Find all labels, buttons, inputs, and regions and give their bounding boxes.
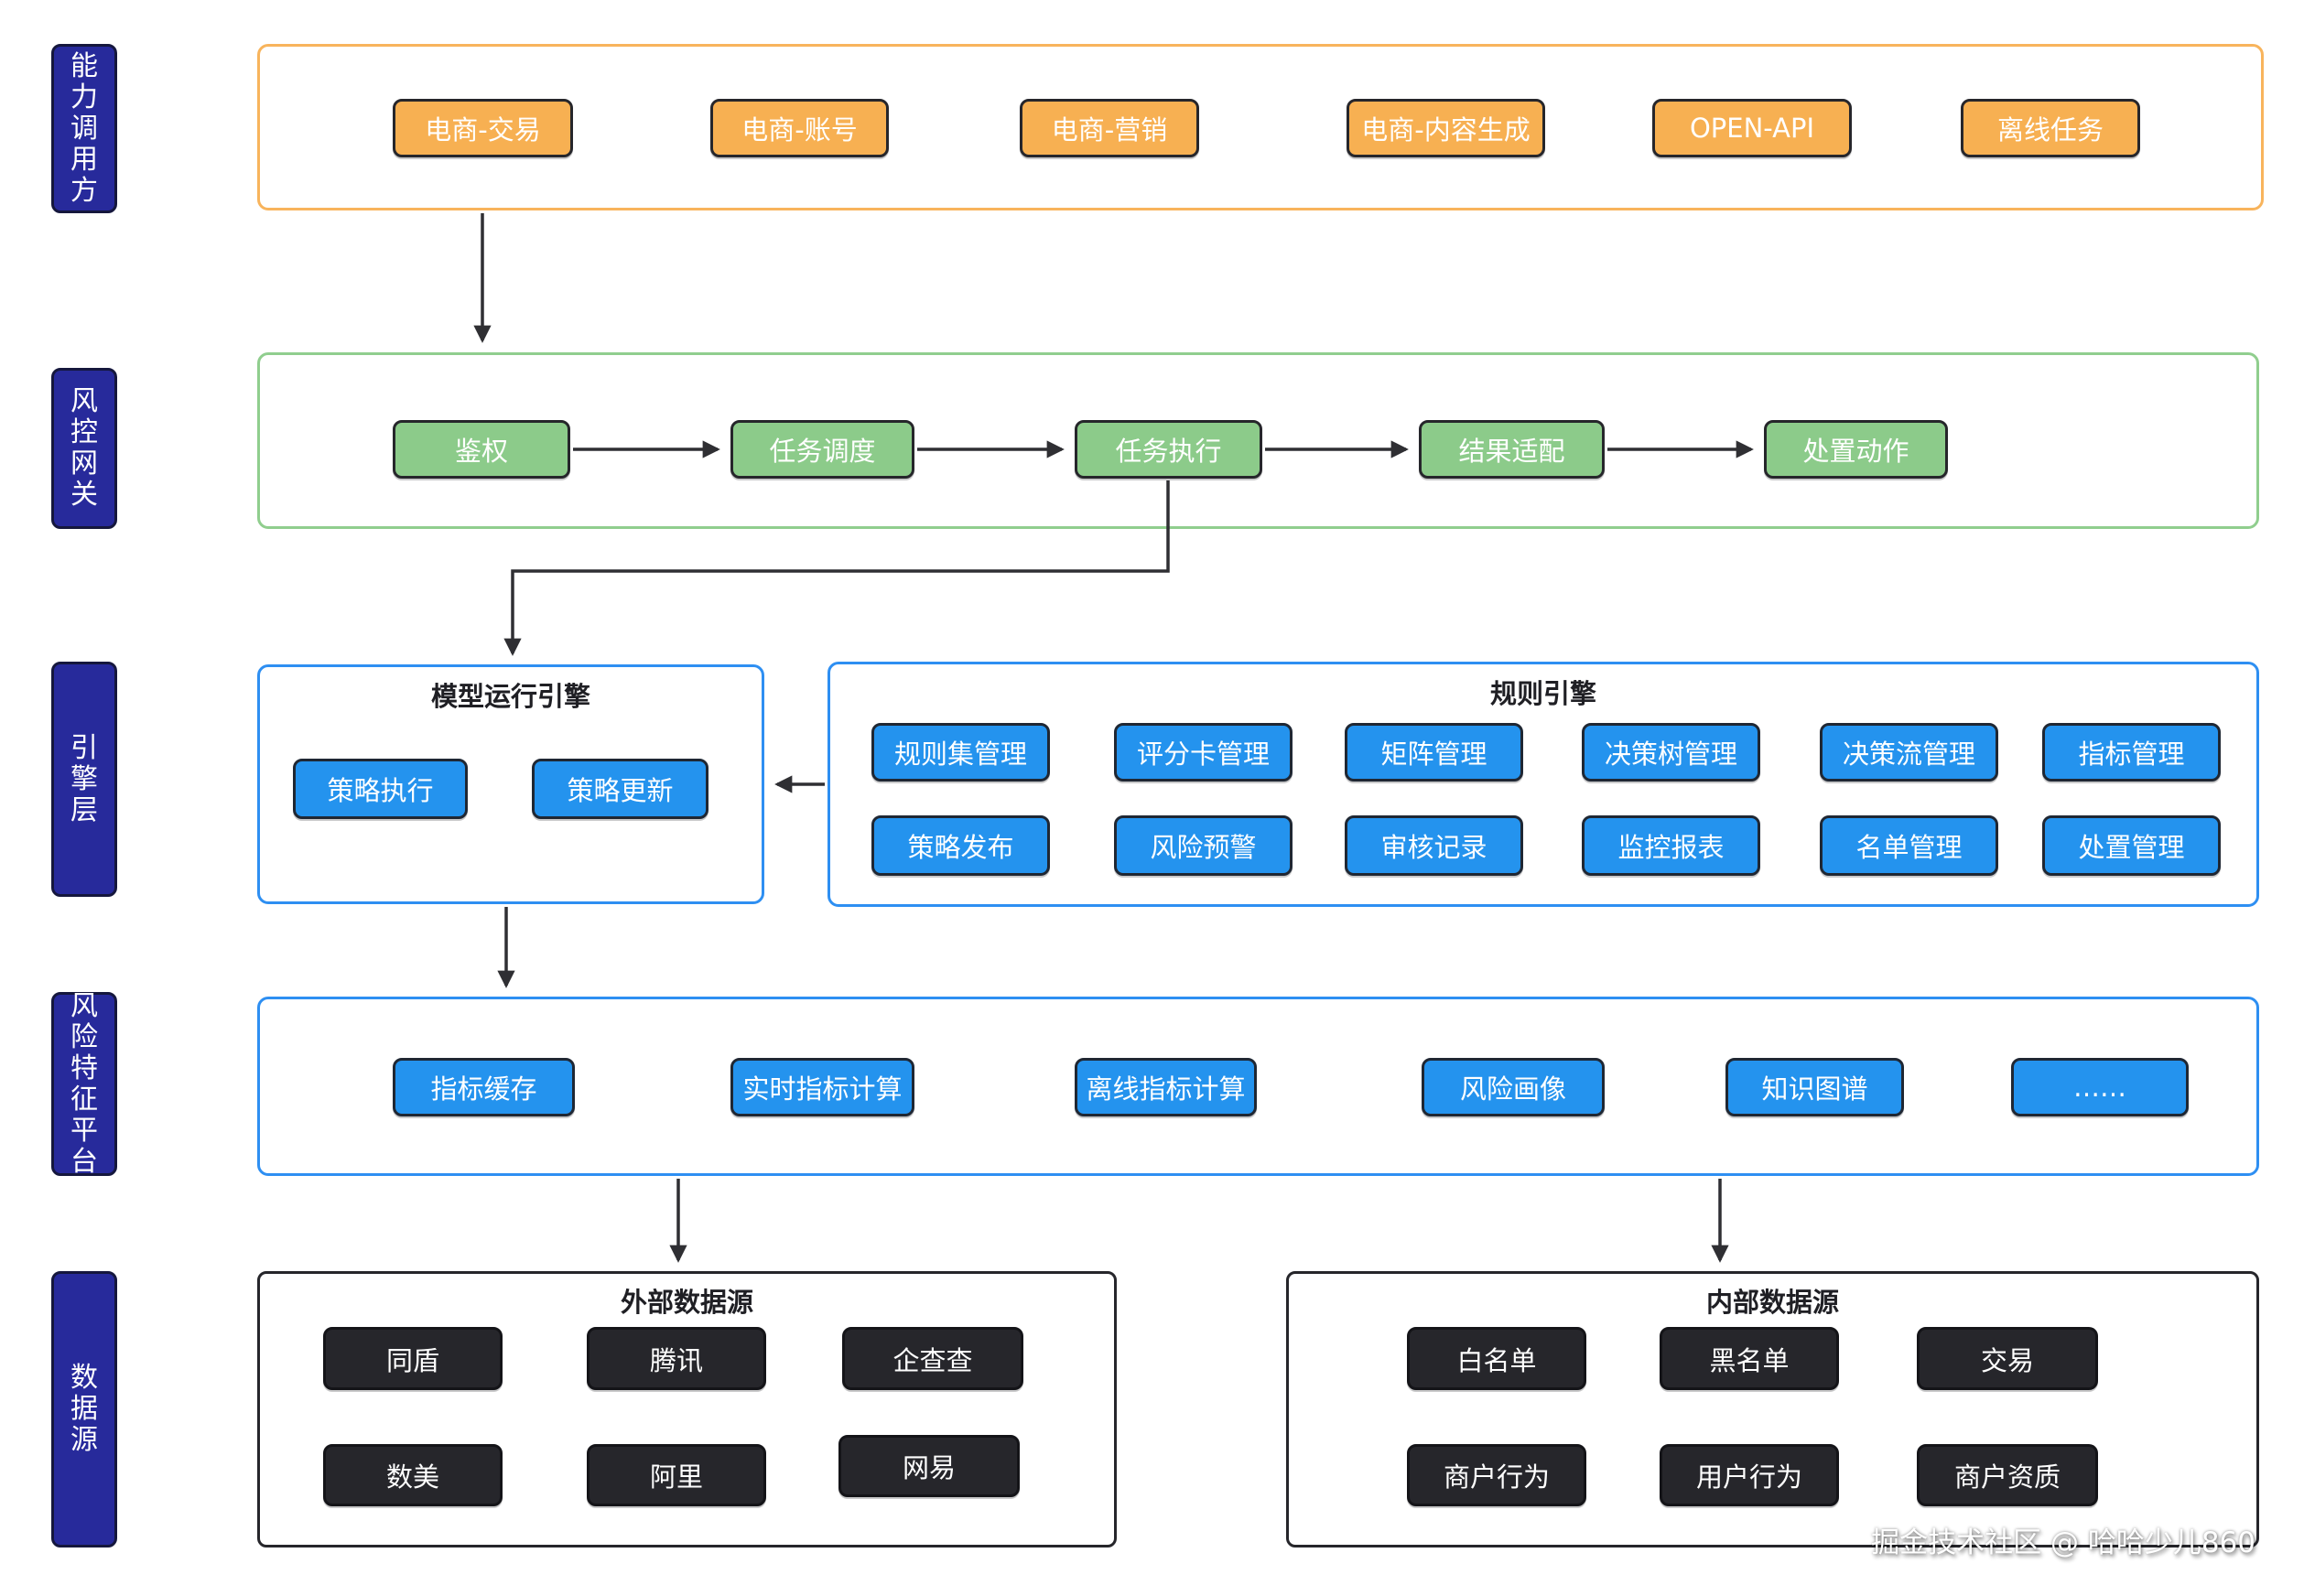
- side-label-gateway: 风控网关: [51, 368, 117, 529]
- node-netease: 网易: [838, 1435, 1020, 1497]
- node-indicator-mgmt: 指标管理: [2042, 723, 2221, 782]
- node-auth: 鉴权: [393, 420, 570, 479]
- node-qichacha: 企查查: [842, 1327, 1023, 1390]
- node-offline-indicator-calc: 离线指标计算: [1075, 1058, 1257, 1116]
- node-ecom-content-gen: 电商-内容生成: [1347, 99, 1545, 157]
- node-audit-record: 审核记录: [1345, 815, 1523, 876]
- node-task-schedule: 任务调度: [730, 420, 914, 479]
- side-label-feature-text: 风险特征平台: [70, 989, 98, 1178]
- node-ali: 阿里: [587, 1444, 766, 1506]
- node-matrix-mgmt: 矩阵管理: [1345, 723, 1523, 782]
- node-open-api: OPEN-API: [1652, 99, 1852, 157]
- node-list-mgmt: 名单管理: [1820, 815, 1998, 876]
- node-strategy-publish: 策略发布: [871, 815, 1050, 876]
- node-ecom-trade: 电商-交易: [393, 99, 573, 157]
- node-risk-profile: 风险画像: [1422, 1058, 1605, 1116]
- side-label-datasource: 数据源: [51, 1271, 117, 1547]
- rule-engine-title: 规则引擎: [1489, 678, 1596, 709]
- node-result-adapt: 结果适配: [1419, 420, 1605, 479]
- node-merchant-qualification: 商户资质: [1917, 1444, 2098, 1506]
- side-label-engine: 引擎层: [51, 662, 117, 897]
- node-ecom-account: 电商-账号: [710, 99, 889, 157]
- node-realtime-indicator-calc: 实时指标计算: [730, 1058, 914, 1116]
- side-label-caller: 能力调用方: [51, 44, 117, 213]
- internal-data-title: 内部数据源: [1705, 1287, 1839, 1318]
- model-engine-title: 模型运行引擎: [430, 681, 590, 712]
- node-whitelist: 白名单: [1407, 1327, 1586, 1390]
- node-scorecard-mgmt: 评分卡管理: [1114, 723, 1293, 782]
- node-strategy-update: 策略更新: [532, 759, 709, 819]
- node-strategy-execute: 策略执行: [293, 759, 468, 819]
- node-tencent: 腾讯: [587, 1327, 766, 1390]
- side-label-engine-text: 引擎层: [70, 731, 98, 826]
- box-rule-engine: [827, 662, 2259, 907]
- node-blacklist: 黑名单: [1660, 1327, 1839, 1390]
- node-monitor-report: 监控报表: [1582, 815, 1760, 876]
- side-label-gateway-text: 风控网关: [70, 385, 98, 511]
- node-offline-task: 离线任务: [1961, 99, 2140, 157]
- node-ruleset-mgmt: 规则集管理: [871, 723, 1050, 782]
- node-tongdun: 同盾: [323, 1327, 503, 1390]
- node-decision-flow-mgmt: 决策流管理: [1820, 723, 1998, 782]
- side-label-feature: 风险特征平台: [51, 989, 117, 1178]
- node-decision-tree-mgmt: 决策树管理: [1582, 723, 1760, 782]
- node-merchant-behavior: 商户行为: [1407, 1444, 1586, 1506]
- node-disposal-action: 处置动作: [1764, 420, 1948, 479]
- node-ecom-marketing: 电商-营销: [1020, 99, 1199, 157]
- node-task-execute: 任务执行: [1075, 420, 1262, 479]
- container-caller: [257, 44, 2264, 210]
- node-knowledge-graph: 知识图谱: [1725, 1058, 1904, 1116]
- node-disposal-mgmt: 处置管理: [2042, 815, 2221, 876]
- node-transaction: 交易: [1917, 1327, 2098, 1390]
- node-indicator-cache: 指标缓存: [393, 1058, 575, 1116]
- watermark: 掘金技术社区 @ 哈哈少儿860: [1871, 1526, 2255, 1559]
- side-label-caller-text: 能力调用方: [70, 49, 98, 207]
- node-user-behavior: 用户行为: [1660, 1444, 1839, 1506]
- node-shumei: 数美: [323, 1444, 503, 1506]
- container-feature-platform: [257, 997, 2259, 1176]
- external-data-title: 外部数据源: [620, 1287, 753, 1318]
- node-ellipsis: ……: [2011, 1058, 2189, 1116]
- node-risk-warning: 风险预警: [1114, 815, 1293, 876]
- side-label-datasource-text: 数据源: [70, 1362, 98, 1456]
